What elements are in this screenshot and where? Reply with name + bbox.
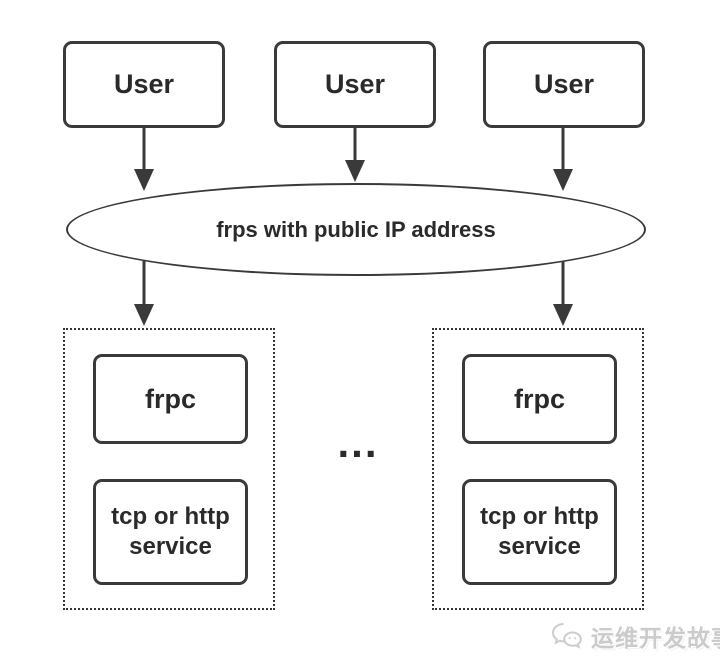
user-node-2: User xyxy=(274,41,436,128)
frpc-node-1: frpc xyxy=(93,354,248,444)
watermark-text: 运维开发故事 xyxy=(591,625,720,651)
service-node-2: tcp or http service xyxy=(462,479,617,585)
more-clients-ellipsis: ... xyxy=(337,419,379,466)
arrow-frps-to-client2 xyxy=(553,261,573,326)
user-node-1: User xyxy=(63,41,225,128)
client-group-1: frpc tcp or http service xyxy=(63,328,275,610)
arrow-user1-to-frps xyxy=(134,128,154,191)
user-node-3: User xyxy=(483,41,645,128)
watermark: 运维开发故事 xyxy=(551,617,720,655)
frps-server-node: frps with public IP address xyxy=(66,183,646,276)
service-node-1: tcp or http service xyxy=(93,479,248,585)
frps-server-label: frps with public IP address xyxy=(216,216,496,242)
arrow-user2-to-frps xyxy=(345,128,365,182)
arrow-user3-to-frps xyxy=(553,128,573,191)
chat-bubbles-icon xyxy=(551,623,582,649)
client-group-2: frpc tcp or http service xyxy=(432,328,644,610)
frpc-node-2: frpc xyxy=(462,354,617,444)
arrow-frps-to-client1 xyxy=(134,261,154,326)
